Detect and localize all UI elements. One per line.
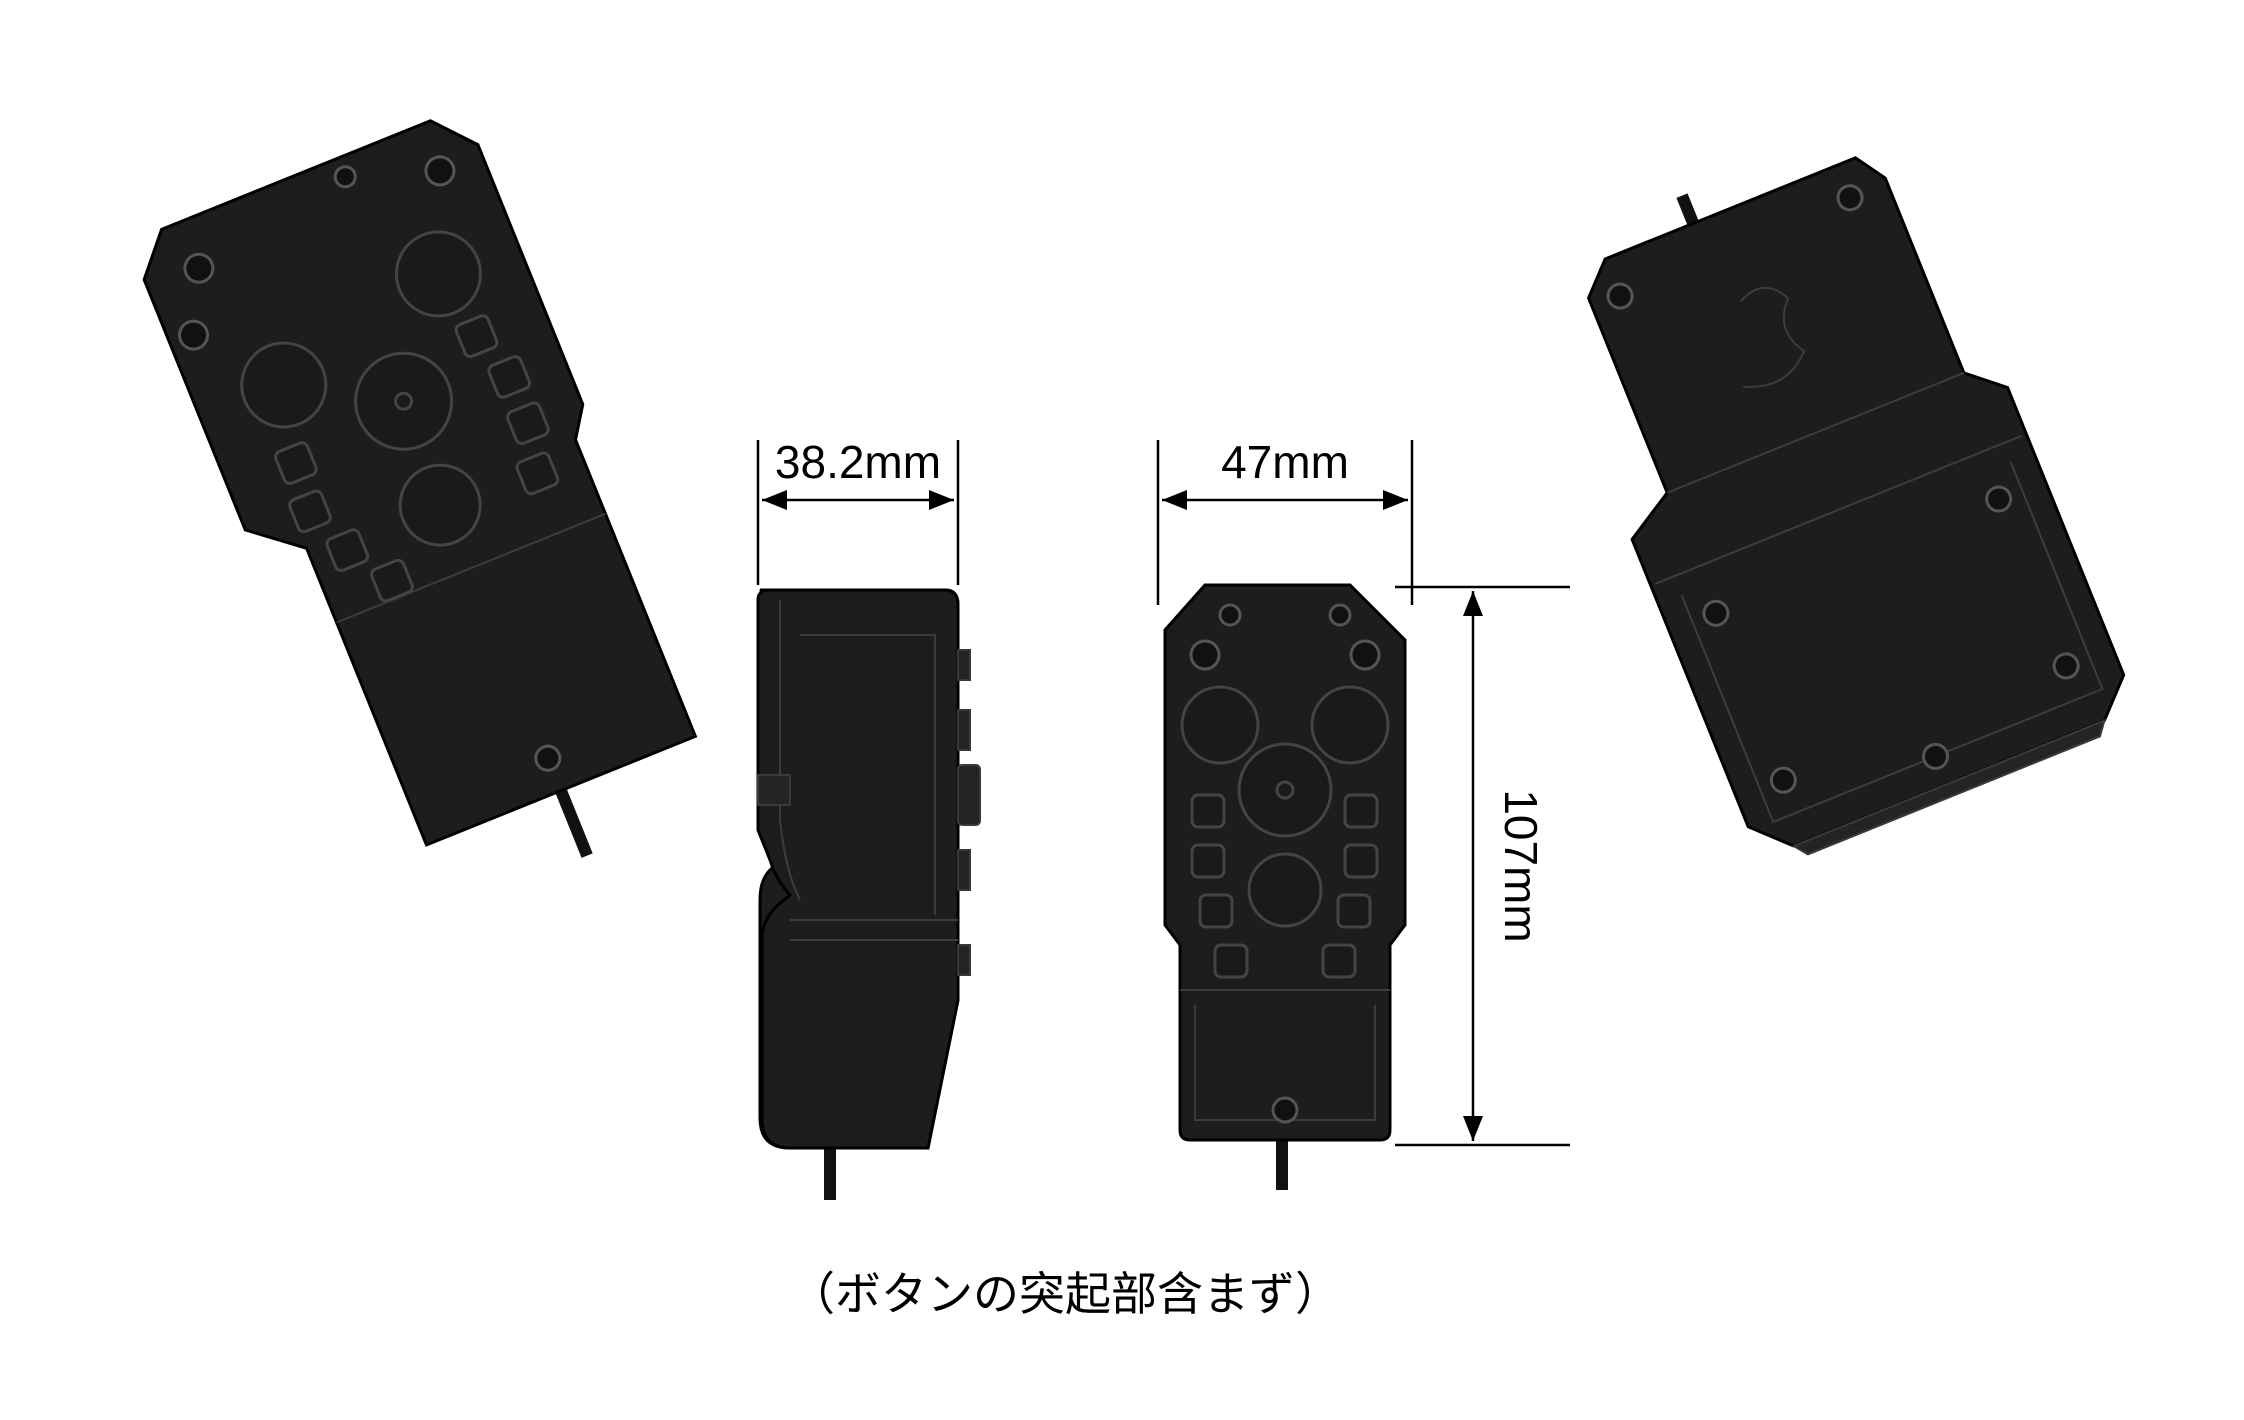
height-dimension: 107mm [1395, 585, 1570, 1147]
device-front-angled-view [142, 119, 698, 858]
caption: （ボタンの突起部含まず） [789, 1267, 1341, 1321]
device-front-view [1163, 583, 1407, 1190]
device-side-view [756, 588, 981, 1200]
height-label: 107mm [1495, 789, 1547, 942]
front-width-dimension: 47mm [1156, 436, 1414, 605]
device-back-angled-view [1586, 156, 2126, 856]
front-width-label: 47mm [1221, 436, 1349, 488]
side-width-dimension: 38.2mm [756, 436, 960, 585]
side-width-label: 38.2mm [775, 436, 941, 488]
